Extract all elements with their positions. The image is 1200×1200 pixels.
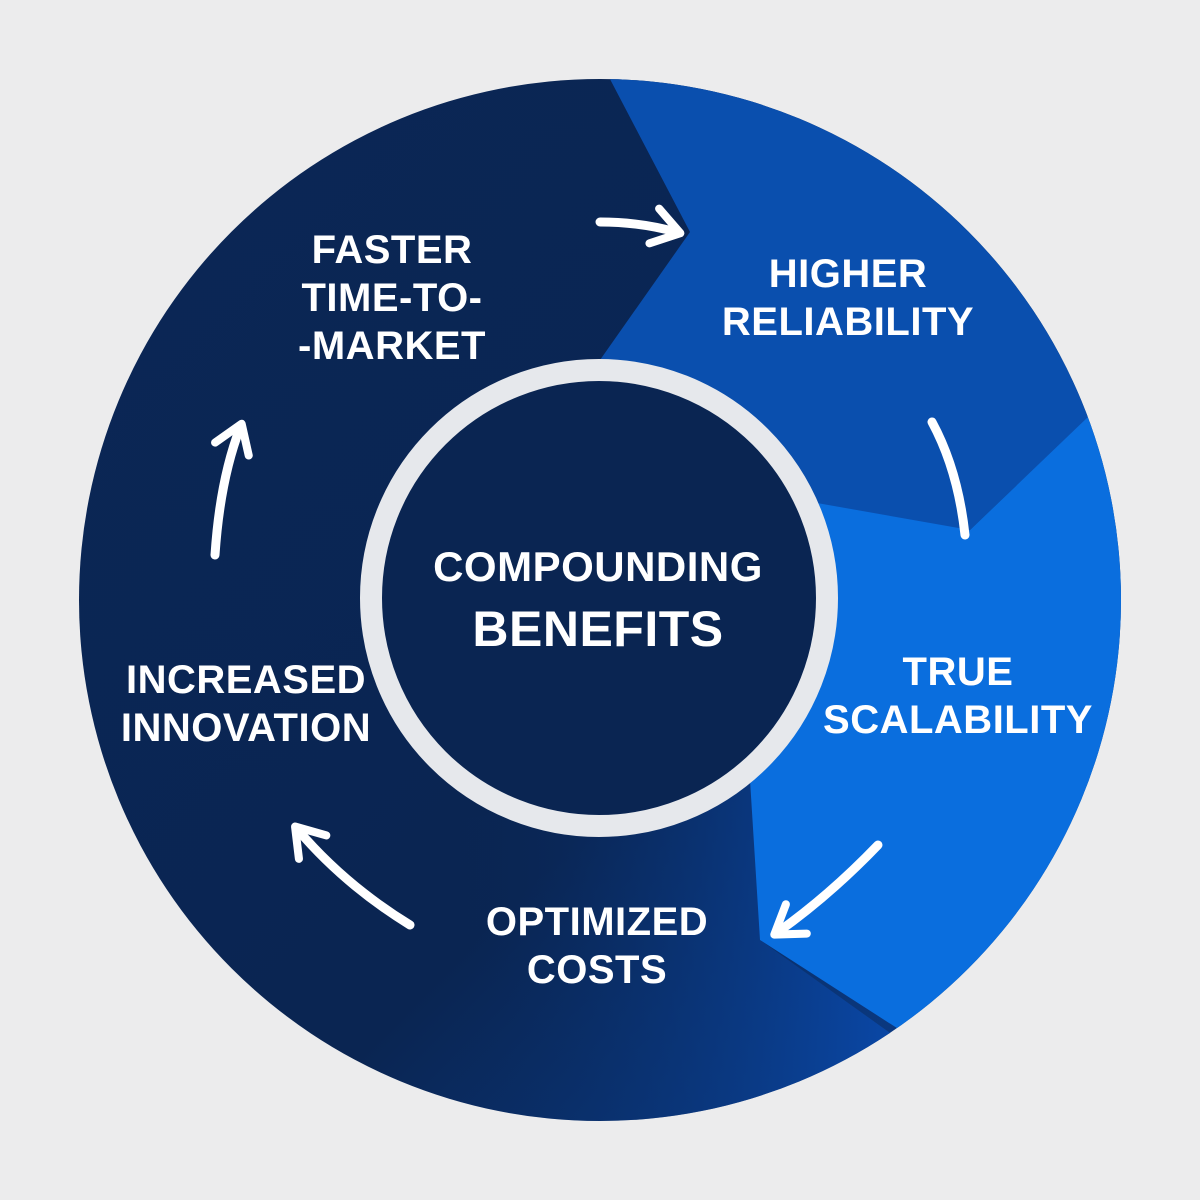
stage-true-scalability: TRUE SCALABILITY xyxy=(823,648,1093,744)
stage-faster-time-to-market: FASTER TIME-TO- -MARKET xyxy=(298,226,486,370)
stage-higher-reliability: HIGHER RELIABILITY xyxy=(722,250,974,346)
arrow-to-scalability-icon xyxy=(927,417,970,540)
stage-line: INNOVATION xyxy=(120,706,372,750)
stage-increased-innovation: INCREASED INNOVATION xyxy=(121,656,371,752)
arrow-to-reliability-icon xyxy=(595,204,685,248)
stage-optimized-costs: OPTIMIZED COSTS xyxy=(486,898,708,994)
center-title-line2: BENEFITS xyxy=(472,601,724,657)
stage-line: TRUE xyxy=(902,650,1014,694)
arrow-to-innovation-icon xyxy=(291,822,415,930)
center-title-line1: COMPOUNDING xyxy=(433,543,763,590)
stage-line: INCREASED xyxy=(125,658,367,702)
stage-line: RELIABILITY xyxy=(721,300,975,344)
arrow-to-time-to-market-icon xyxy=(210,419,253,560)
stage-line: OPTIMIZED xyxy=(485,900,709,944)
stage-line: SCALABILITY xyxy=(823,698,1093,742)
stage-line: COSTS xyxy=(526,948,668,992)
center-title: COMPOUNDING BENEFITS xyxy=(433,536,763,660)
arrow-to-costs-icon xyxy=(770,840,883,939)
stage-line: FASTER xyxy=(311,228,473,272)
center-ring xyxy=(360,359,838,837)
stage-line: TIME-TO- xyxy=(301,276,483,320)
stage-line: HIGHER xyxy=(768,252,928,296)
stage-line: -MARKET xyxy=(298,324,486,368)
segment-bottom-gradient xyxy=(450,780,900,1121)
